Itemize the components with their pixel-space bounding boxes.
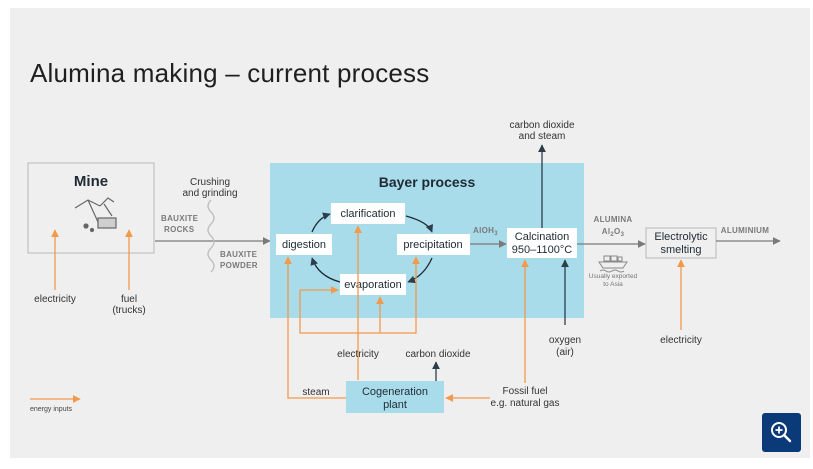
- aloh-label: AlOH3: [473, 226, 498, 237]
- cargo-ship-icon: [598, 255, 628, 273]
- co2-steam-label-1: carbon dioxide: [509, 120, 574, 131]
- cycle-arrow-precip-evap: [407, 257, 433, 284]
- aluminium-label: ALUMINIUM: [721, 226, 770, 235]
- cycle-arrow-clar-precip: [405, 215, 434, 233]
- crushing-label-2: and grinding: [182, 188, 237, 199]
- cogen-label-1: Cogeneration: [362, 386, 428, 398]
- electricity-smelt-label: electricity: [660, 335, 702, 346]
- page-title: Alumina making – current process: [30, 58, 430, 88]
- electricity-cogen-label: electricity: [337, 349, 379, 360]
- digestion-label: digestion: [282, 239, 326, 251]
- precipitation-box: [397, 234, 470, 255]
- bauxite-powder-label-2: POWDER: [220, 261, 258, 270]
- fuel-label-1: fuel: [121, 294, 137, 305]
- clarification-box: [331, 203, 405, 224]
- calcination-box: [507, 228, 577, 258]
- smelting-label-2: smelting: [661, 244, 702, 256]
- mine-box: [27, 162, 155, 254]
- electricity-mine-label: electricity: [34, 294, 76, 305]
- smelting-box: [645, 227, 717, 259]
- fossil-label-1: Fossil fuel: [502, 386, 547, 397]
- clarification-label: clarification: [340, 208, 395, 220]
- steam-line: [284, 256, 346, 399]
- bauxite-rocks-label-1: BAUXITE: [161, 214, 199, 223]
- legend-energy-label: energy inputs: [30, 406, 73, 413]
- calcination-label-1: Calcination: [515, 231, 569, 243]
- export-label-1: Usually exported: [589, 273, 638, 280]
- oxygen-label-1: oxygen: [549, 335, 581, 346]
- evaporation-box: [340, 274, 406, 295]
- fuel-label-2: (trucks): [112, 305, 145, 316]
- co2-steam-label-2: and steam: [519, 131, 566, 142]
- co2-cogen-label: carbon dioxide: [405, 349, 470, 360]
- fossil-label-2: e.g. natural gas: [491, 398, 560, 409]
- oxygen-label-2: (air): [556, 347, 574, 358]
- mining-pickaxe-icon: [74, 197, 117, 233]
- bauxite-powder-label-1: BAUXITE: [220, 250, 258, 259]
- cogeneration-plant-box: [346, 381, 444, 413]
- bayer-process-title: Bayer process: [379, 174, 476, 190]
- export-label-2: to Asia: [603, 281, 623, 288]
- steam-label: steam: [302, 387, 329, 398]
- cycle-arrow-evap-dig: [310, 257, 341, 283]
- zoom-button[interactable]: [762, 413, 801, 452]
- evaporation-label: evaporation: [344, 279, 402, 291]
- cogen-label-2: plant: [383, 399, 407, 411]
- smelting-label-1: Electrolytic: [654, 231, 708, 243]
- crushing-squiggle: [207, 199, 215, 273]
- calcination-label-2: 950–1100°C: [512, 244, 573, 256]
- alumina-label-1: ALUMINA: [594, 215, 633, 224]
- precipitation-label: precipitation: [403, 239, 462, 251]
- digestion-box: [276, 234, 332, 255]
- mine-label: Mine: [74, 173, 108, 190]
- cycle-arrow-dig-clar: [311, 212, 331, 233]
- bauxite-rocks-label-2: ROCKS: [164, 225, 195, 234]
- zoom-in-icon: [771, 422, 792, 443]
- crushing-label-1: Crushing: [190, 177, 230, 188]
- alumina-label-2: Al2O3: [602, 227, 625, 238]
